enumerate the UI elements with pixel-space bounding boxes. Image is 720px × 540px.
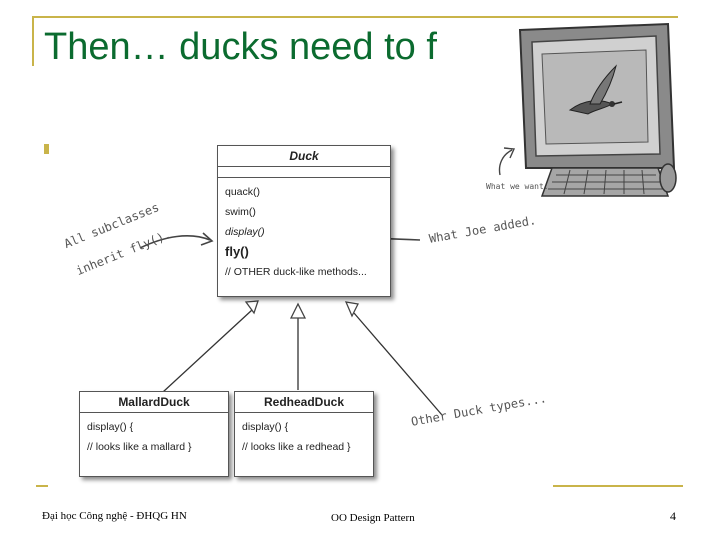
computer-illustration: [518, 22, 677, 197]
mallard-methods: display() { // looks like a mallard }: [80, 413, 228, 461]
duck-method-quack: quack(): [225, 186, 261, 198]
duck-class-name: Duck: [218, 146, 390, 167]
footer-page-number: 4: [670, 509, 676, 523]
redhead-class-box: RedheadDuck display() { // looks like a …: [234, 391, 374, 477]
duck-method-display: display(): [225, 226, 265, 238]
mallard-class-name: MallardDuck: [80, 392, 228, 413]
top-frame-line: [32, 16, 678, 18]
footer-course: OO Design Pattern: [331, 512, 415, 524]
duck-attributes-section: [218, 167, 390, 178]
bottom-frame-line-right: [553, 485, 683, 487]
mallard-method-display: display() {: [87, 421, 134, 433]
mallard-class-box: MallardDuck display() { // looks like a …: [79, 391, 229, 477]
redhead-method-display: display() {: [242, 421, 289, 433]
duck-method-swim: swim(): [225, 206, 256, 218]
left-frame-line: [32, 16, 34, 66]
redhead-method-comment: // looks like a redhead }: [242, 441, 351, 453]
footer-institution: Đại học Công nghệ - ĐHQG HN: [42, 510, 187, 522]
slide-title: Then… ducks need to f: [44, 26, 437, 68]
duck-method-fly: fly(): [225, 244, 249, 259]
duck-method-other: // OTHER duck-like methods...: [225, 266, 367, 278]
bottom-frame-line-left: [36, 485, 48, 487]
redhead-class-name: RedheadDuck: [235, 392, 373, 413]
bullet-marker: [44, 144, 49, 154]
note-what-we-want: What we want.: [486, 182, 549, 191]
redhead-methods: display() { // looks like a redhead }: [235, 413, 373, 461]
duck-methods: quack() swim() display() fly() // OTHER …: [218, 178, 390, 286]
duck-class-box: Duck quack() swim() display() fly() // O…: [217, 145, 391, 297]
mallard-method-comment: // looks like a mallard }: [87, 441, 192, 453]
